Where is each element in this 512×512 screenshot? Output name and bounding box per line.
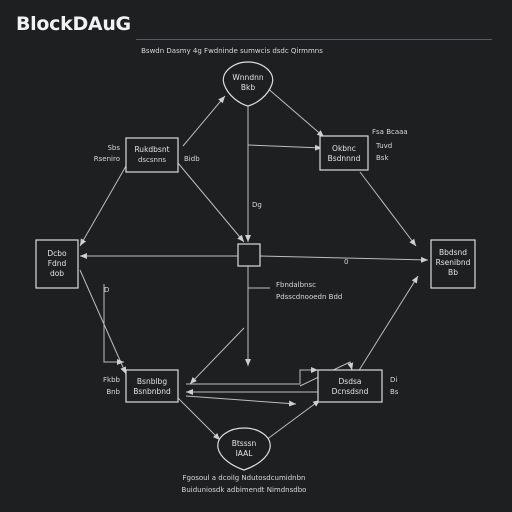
caption-top: Bswdn Dasmy 4g Fwdninde sumwcis dsdc Qir… [141,47,323,55]
edge-br-loop [299,361,354,387]
node-bottom-left[interactable]: Bsnblbg Bsnbnbnd [125,369,179,403]
label-center-side: 0 [344,258,348,266]
node-bottom-label-1: Btsssn [232,439,257,448]
edge-bl-br [186,367,318,385]
label-center-note-2: Pdsscdnooedn Bdd [276,293,342,301]
node-center[interactable] [237,243,261,267]
node-right-label-2: Rsenibnd [436,258,471,267]
node-bl-label-1: Bsnblbg [137,377,167,386]
header-divider [136,39,492,40]
node-top[interactable]: Wnndnn Bkb [222,61,274,107]
edge-tl-top [182,95,226,147]
label-center-mid: Dg [252,201,262,209]
node-bottom-right[interactable]: Dsdsa Dcnsdsnd [317,369,383,403]
node-br-label-1: Dsdsa [339,377,362,386]
node-bl-label-2: Bsnbnbnd [133,387,171,396]
label-left-mark: D [104,286,109,294]
caption-bottom-1: Fgosoul a dcoilg Ndutosdcumidnbn [183,474,306,482]
node-bottom-label-2: IAAL [236,449,254,458]
edge-tl-center [177,162,245,243]
node-top-right[interactable]: Okbnc Bsdnnnd [319,135,369,171]
edge-bl-bottom [177,397,221,441]
edge-center-tr [247,144,323,151]
edge-bl-br-low [185,395,297,407]
edge-center-note [247,266,270,289]
node-left-label-3: dob [50,269,64,278]
label-tr-side-1: Fsa Bcaaa [372,128,408,136]
edge-br-right [357,275,419,373]
node-tl-label-1: Rukdbsnt [134,145,169,154]
edge-bottom-br [265,399,321,441]
node-left[interactable]: Dcbo Fdnd dob [35,239,79,289]
node-left-label-1: Dcbo [47,249,67,258]
edge-center-right [259,255,429,263]
node-bottom[interactable]: Btsssn IAAL [217,427,271,471]
node-br-label-2: Dcnsdsnd [332,387,369,396]
label-tl-side-1: Sbs [107,144,120,152]
label-br-side-2: Bs [390,388,399,396]
edge-center-bl [189,327,245,385]
label-tr-side-2: Tuvd [375,142,392,150]
node-left-label-2: Fdnd [48,259,67,268]
label-center-note-1: Fbndalbnsc [276,281,316,289]
label-bl-side-1: Fkbb [103,376,121,384]
node-tr-label-1: Okbnc [332,144,356,153]
node-tr-label-2: Bsdnnnd [328,154,361,163]
label-tl-right: Bidb [184,155,200,163]
label-tr-side-3: Bsk [376,154,389,162]
node-tl-label-2: dscsnns [138,156,166,164]
edge-tr-right [359,171,417,247]
label-bl-side-2: Bnb [106,388,120,396]
node-right-label-3: Bb [448,268,458,277]
app-title: BlockDAuG [16,13,131,35]
node-top-left[interactable]: Rukdbsnt dscsnns [125,137,179,173]
label-br-side-1: Di [390,376,397,384]
edge-left-bl [79,269,127,375]
node-right[interactable]: Bbdsnd Rsenibnd Bb [430,239,476,289]
caption-bottom-2: Buiduniosdk adbimendt Nimdnsdbo [182,486,307,494]
node-top-label-1: Wnndnn [232,73,263,82]
edge-left-bl-2 [103,284,124,365]
edges [79,79,429,441]
edge-tl-left [79,165,127,247]
node-top-label-2: Bkb [241,83,255,92]
label-tl-side-2: Rseniro [94,155,120,163]
node-right-label-1: Bbdsnd [439,248,467,257]
